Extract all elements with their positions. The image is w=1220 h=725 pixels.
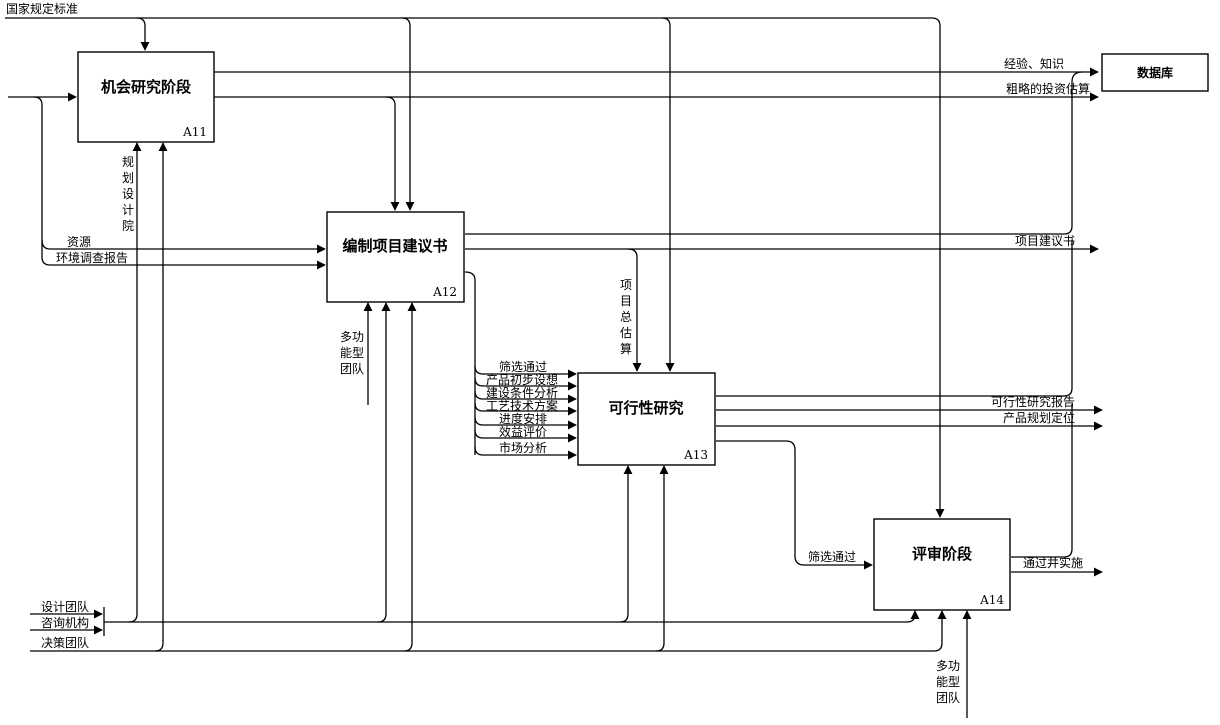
label-screen-pass-a14: 筛选通过	[808, 549, 856, 564]
line-bundle-2	[474, 377, 577, 391]
arrow-labels: 国家规定标准 经验、知识 粗略的投资估算 规 划 设 计 院 资源 环境调查报告…	[6, 1, 1090, 705]
label-market-analysis: 市场分析	[499, 440, 547, 455]
box-a11-title: 机会研究阶段	[101, 78, 191, 96]
label-schedule: 进度安排	[499, 411, 547, 426]
line-a12-bundle	[464, 271, 476, 455]
line-mech-a14-right	[656, 610, 947, 652]
label-multi-team-a14: 多功 能型 团队	[936, 659, 960, 705]
line-national-standard-a14	[662, 17, 945, 518]
label-planning-institute: 规 划 设 计 院	[122, 154, 134, 233]
label-project-total-estimate: 项 目 总 估 算	[620, 278, 632, 356]
label-planning-institute-0: 规	[122, 154, 134, 169]
line-a13-to-database	[716, 240, 1073, 397]
label-multi-team-a12: 多功 能型 团队	[340, 330, 364, 376]
label-multi-team-a12-0: 多功	[340, 330, 364, 344]
label-rough-estimate: 粗略的投资估算	[1006, 81, 1090, 96]
label-multi-team-a14-1: 能型	[936, 675, 960, 689]
label-project-total-estimate-1: 目	[620, 294, 632, 308]
label-planning-institute-2: 设	[122, 187, 134, 201]
label-decision-team: 决策团队	[41, 635, 89, 650]
label-env-report: 环境调查报告	[56, 250, 128, 265]
label-multi-team-a12-1: 能型	[340, 346, 364, 360]
label-benefit-eval: 效益评价	[499, 424, 547, 439]
box-a11[interactable]: 机会研究阶段 A11	[77, 51, 215, 143]
label-multi-team-a14-0: 多功	[936, 659, 960, 673]
line-bundle-5	[474, 416, 577, 430]
box-a13-title: 可行性研究	[608, 399, 683, 417]
label-planning-institute-3: 计	[122, 203, 134, 217]
line-bundle-7	[474, 446, 577, 460]
label-consulting-agency: 咨询机构	[41, 615, 89, 630]
box-database-title: 数据库	[1137, 65, 1173, 80]
label-planning-institute-1: 划	[122, 171, 134, 185]
line-a14-to-database	[1011, 404, 1073, 558]
line-mech-a11-right	[154, 142, 168, 652]
line-national-standard-a11	[5, 17, 150, 51]
label-construction-analysis: 建设条件分析	[486, 386, 558, 400]
line-a12-to-database	[465, 71, 1083, 235]
box-a14-title: 评审阶段	[912, 545, 972, 563]
line-total-estimate	[627, 248, 642, 372]
line-bundle-3	[474, 390, 577, 404]
label-product-positioning: 产品规划定位	[1003, 410, 1075, 425]
line-env-report-a12	[41, 240, 326, 270]
box-a14[interactable]: 评审阶段 A14	[873, 518, 1011, 611]
label-experience-knowledge: 经验、知识	[1004, 56, 1064, 71]
label-project-total-estimate-3: 估	[620, 326, 632, 340]
box-a13-code: A13	[683, 448, 708, 462]
label-screen-pass-a13: 筛选通过	[499, 359, 547, 374]
line-mech-a13-right	[404, 465, 669, 652]
box-a14-code: A14	[979, 593, 1004, 607]
label-design-team: 设计团队	[41, 599, 89, 614]
connector-lines	[5, 17, 1103, 718]
box-a12[interactable]: 编制项目建议书 A12	[326, 211, 465, 303]
line-a13-to-a14	[716, 440, 873, 570]
label-process-plan: 工艺技术方案	[486, 398, 558, 413]
label-project-total-estimate-0: 项	[620, 278, 632, 292]
box-a12-code: A12	[432, 285, 457, 299]
line-bundle-1	[474, 365, 577, 379]
label-project-total-estimate-4: 算	[620, 341, 632, 356]
box-a13[interactable]: 可行性研究 A13	[577, 372, 716, 466]
label-project-proposal: 项目建议书	[1015, 234, 1075, 248]
line-mech-a12-right	[155, 302, 417, 652]
label-approved-implement: 通过并实施	[1023, 555, 1083, 570]
line-bundle-4	[474, 402, 577, 416]
label-planning-institute-4: 院	[122, 219, 134, 233]
line-mech-a14-left	[620, 610, 920, 623]
label-product-concept: 产品初步设想	[486, 372, 558, 387]
label-national-standard: 国家规定标准	[6, 1, 78, 16]
label-resources: 资源	[67, 235, 91, 249]
box-a11-code: A11	[182, 125, 207, 139]
label-project-total-estimate-2: 总	[620, 310, 632, 324]
line-bundle-6	[474, 429, 577, 443]
label-feasibility-report: 可行性研究报告	[991, 394, 1075, 409]
label-multi-team-a12-2: 团队	[340, 361, 364, 376]
line-mech-a13-left	[378, 465, 633, 623]
line-a11-to-a12	[385, 96, 400, 211]
box-a12-title: 编制项目建议书	[342, 237, 447, 255]
box-database[interactable]: 数据库	[1101, 53, 1209, 92]
label-multi-team-a14-2: 团队	[936, 690, 960, 705]
